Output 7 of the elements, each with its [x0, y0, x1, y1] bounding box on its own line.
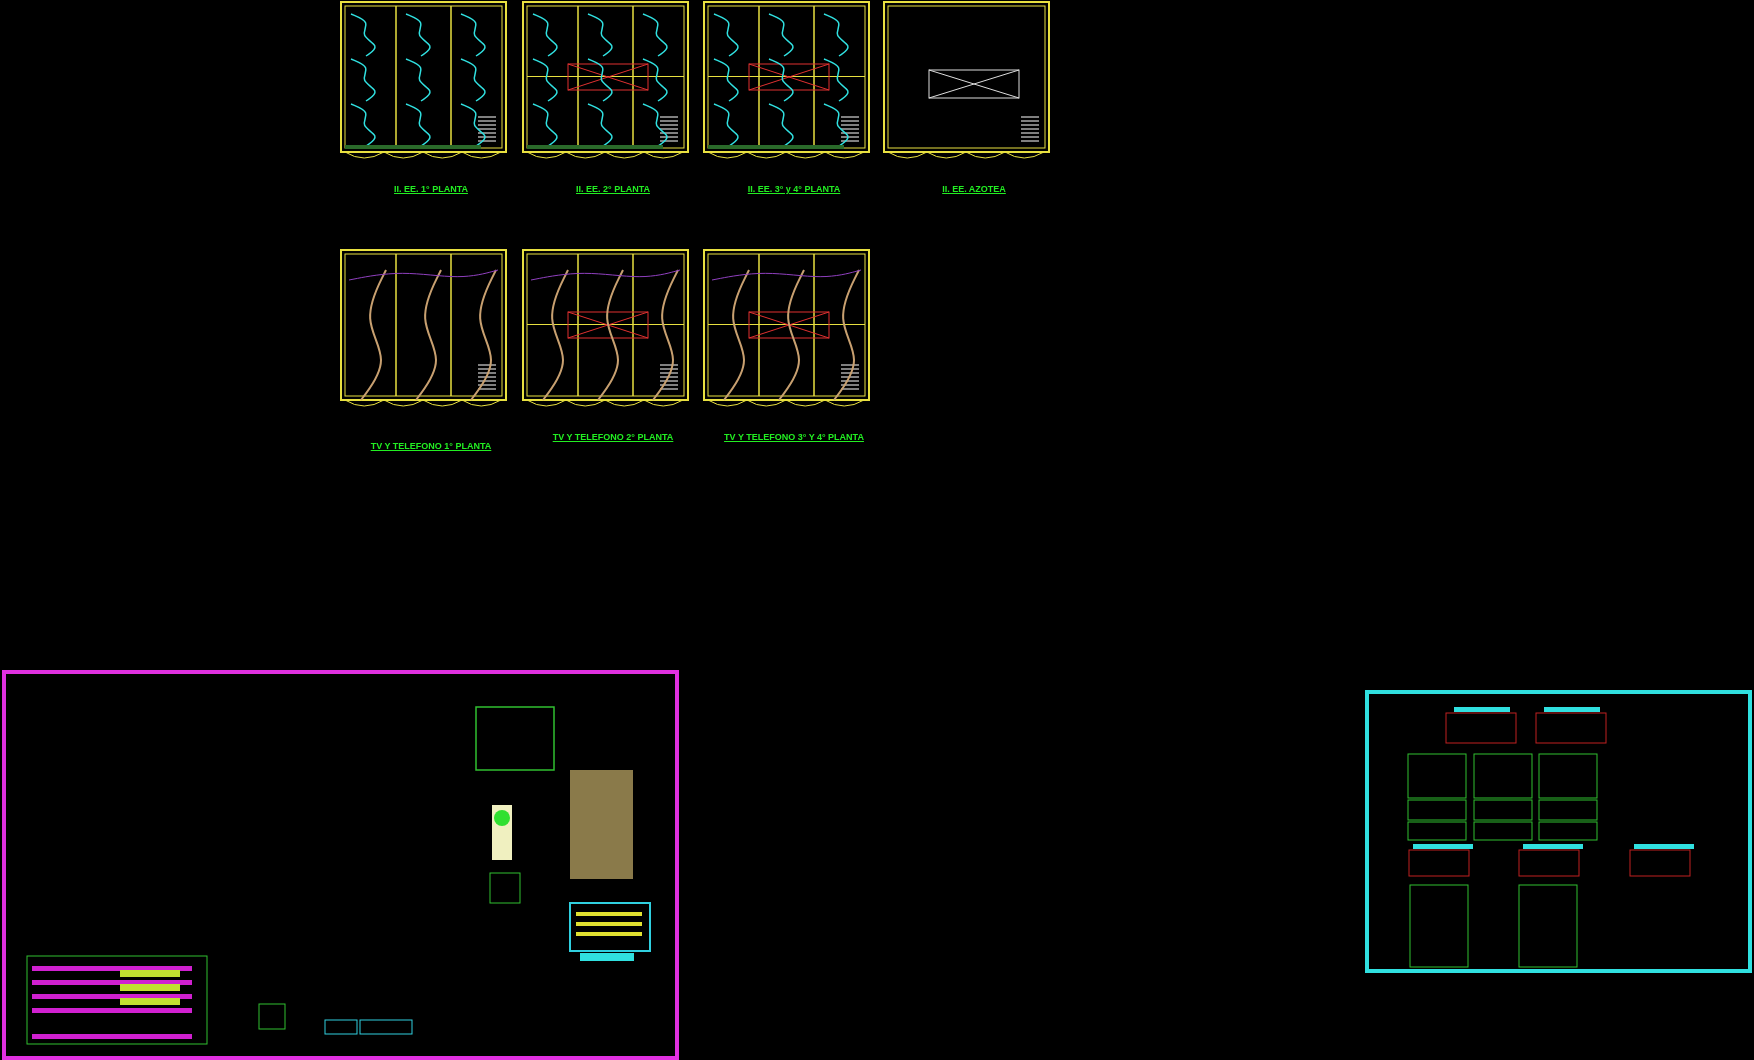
- plan-title: TV Y TELEFONO 3° Y 4° PLANTA: [723, 432, 865, 443]
- plan-title: II. EE. AZOTEA: [941, 184, 1007, 195]
- plan-title: II. EE. 2° PLANTA: [575, 184, 651, 195]
- plan-title: TV Y TELEFONO 1° PLANTA: [369, 441, 493, 452]
- plan-title: II. EE. 1° PLANTA: [393, 184, 469, 195]
- plan-title: TV Y TELEFONO 2° PLANTA: [551, 432, 675, 443]
- plan-title: II. EE. 3° y 4° PLANTA: [746, 184, 842, 195]
